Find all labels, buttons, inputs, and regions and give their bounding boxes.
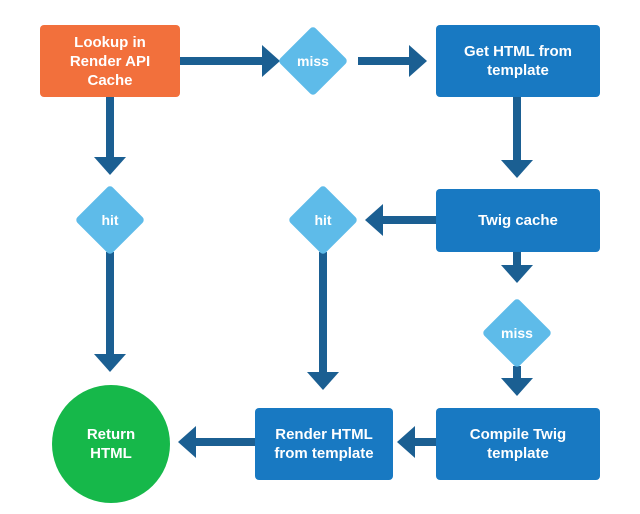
lookup-cache-label: Lookup in Render API Cache	[69, 33, 151, 89]
arrowhead-to-miss	[262, 45, 280, 77]
hit-middle-label: hit	[314, 212, 332, 228]
get-html-label: Get HTML from template	[463, 43, 573, 79]
miss-right-label: miss	[501, 325, 533, 341]
render-html-box: Render HTML from template	[255, 408, 393, 480]
arrowhead-to-miss-right	[501, 265, 533, 283]
hit-left-label: hit	[101, 212, 119, 228]
return-html-label: Return HTML	[86, 426, 136, 462]
arrowhead-to-return-from-render	[178, 426, 196, 458]
compile-twig-label: Compile Twig template	[469, 426, 567, 462]
arrowhead-to-hit-middle	[365, 204, 383, 236]
twig-cache-box: Twig cache	[436, 189, 600, 252]
arrowhead-to-twig-cache	[501, 160, 533, 178]
arrowhead-to-return	[94, 354, 126, 372]
compile-twig-box: Compile Twig template	[436, 408, 600, 480]
arrowhead-to-render-from-compile	[397, 426, 415, 458]
render-html-label: Render HTML from template	[274, 426, 374, 462]
twig-cache-label: Twig cache	[478, 212, 558, 229]
return-html-circle: Return HTML	[52, 385, 170, 503]
arrowhead-to-render	[307, 372, 339, 390]
lookup-cache-box: Lookup in Render API Cache	[40, 25, 180, 97]
arrowhead-to-hit-left	[94, 157, 126, 175]
arrowhead-to-get-html	[409, 45, 427, 77]
get-html-box: Get HTML from template	[436, 25, 600, 97]
arrowhead-to-compile	[501, 378, 533, 396]
miss-top-label: miss	[297, 53, 329, 69]
